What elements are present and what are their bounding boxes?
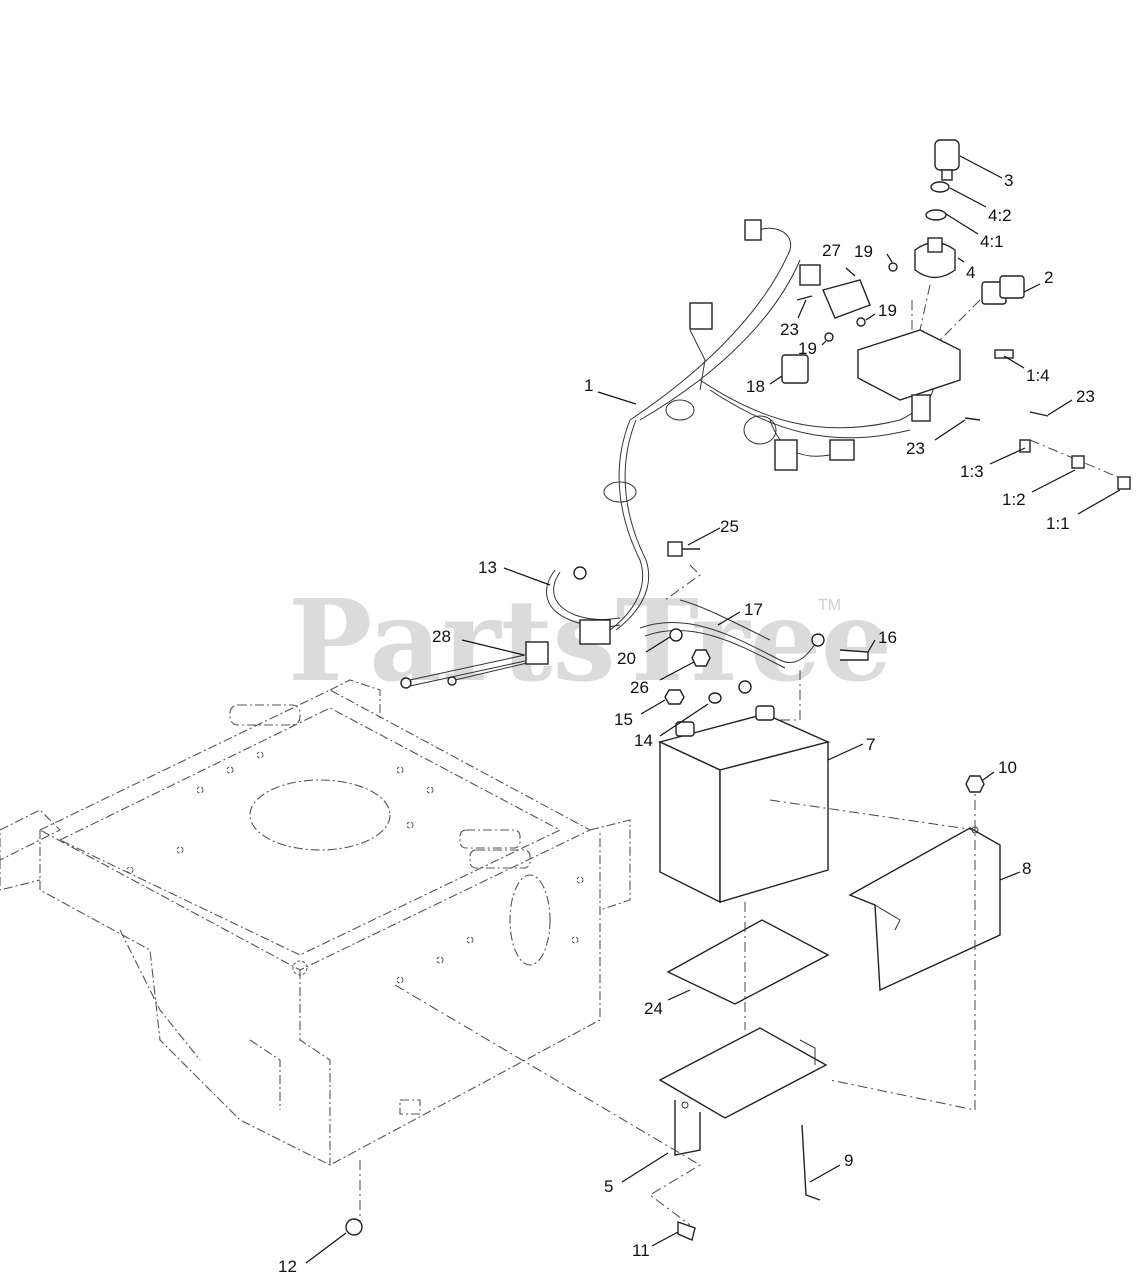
callout-14: 14 bbox=[634, 731, 653, 750]
switch-4 bbox=[914, 181, 956, 279]
callout-24: 24 bbox=[644, 999, 663, 1018]
callout-10: 10 bbox=[998, 758, 1017, 777]
callout-19b: 19 bbox=[878, 301, 897, 320]
callout-25: 25 bbox=[720, 517, 739, 536]
callout-1-4: 1:4 bbox=[1026, 366, 1050, 385]
callout-4-1: 4:1 bbox=[980, 232, 1004, 251]
callout-23b: 23 bbox=[1076, 387, 1095, 406]
callout-23c: 23 bbox=[906, 439, 925, 458]
key-3 bbox=[934, 139, 960, 181]
callout-18: 18 bbox=[746, 377, 765, 396]
callout-9: 9 bbox=[844, 1151, 853, 1170]
frame-chassis bbox=[0, 679, 631, 1166]
fuse-block bbox=[857, 329, 961, 422]
callout-13: 13 bbox=[478, 558, 497, 577]
callout-28: 28 bbox=[432, 627, 451, 646]
alignment-lines bbox=[359, 284, 1126, 1226]
callout-7: 7 bbox=[866, 735, 875, 754]
leader-lines bbox=[305, 155, 1121, 1264]
callout-19c: 19 bbox=[798, 339, 817, 358]
callout-23a: 23 bbox=[780, 320, 799, 339]
callout-4-2: 4:2 bbox=[988, 206, 1012, 225]
relay-2 bbox=[981, 275, 1025, 305]
switch-18 bbox=[781, 354, 809, 384]
rod-9 bbox=[801, 1124, 821, 1201]
callout-20: 20 bbox=[617, 649, 636, 668]
cable-17 bbox=[639, 599, 825, 694]
callout-16: 16 bbox=[878, 628, 897, 647]
callout-1-3: 1:3 bbox=[960, 462, 984, 481]
callout-19a: 19 bbox=[854, 242, 873, 261]
module-27 bbox=[822, 279, 871, 319]
watermark-trademark: TM bbox=[818, 597, 841, 614]
callout-11: 11 bbox=[632, 1241, 650, 1260]
callout-8: 8 bbox=[1022, 859, 1031, 878]
callout-27: 27 bbox=[822, 241, 841, 260]
callout-1-2: 1:2 bbox=[1002, 490, 1026, 509]
callout-26: 26 bbox=[630, 678, 649, 697]
wire-harness-1 bbox=[603, 219, 935, 631]
battery-cover-8 bbox=[848, 826, 1001, 992]
callout-15: 15 bbox=[614, 710, 633, 729]
callout-1: 1 bbox=[584, 376, 593, 395]
callout-3: 3 bbox=[1004, 171, 1013, 190]
callout-2: 2 bbox=[1044, 268, 1053, 287]
callout-1-1: 1:1 bbox=[1046, 514, 1070, 533]
battery-7 bbox=[657, 705, 831, 904]
small-fasteners bbox=[796, 262, 1131, 490]
harness-28 bbox=[400, 619, 611, 689]
callout-4: 4 bbox=[966, 263, 975, 282]
callout-labels: 3 4:2 4:1 27 19 4 2 19 23 19 1:4 1 18 23… bbox=[278, 171, 1095, 1276]
callout-12: 12 bbox=[278, 1257, 297, 1276]
battery-pad-24 bbox=[666, 919, 830, 1005]
hardware-parts bbox=[345, 541, 985, 1241]
callout-17: 17 bbox=[744, 600, 763, 619]
battery-tray-5 bbox=[658, 1027, 828, 1156]
callout-5: 5 bbox=[604, 1177, 613, 1196]
